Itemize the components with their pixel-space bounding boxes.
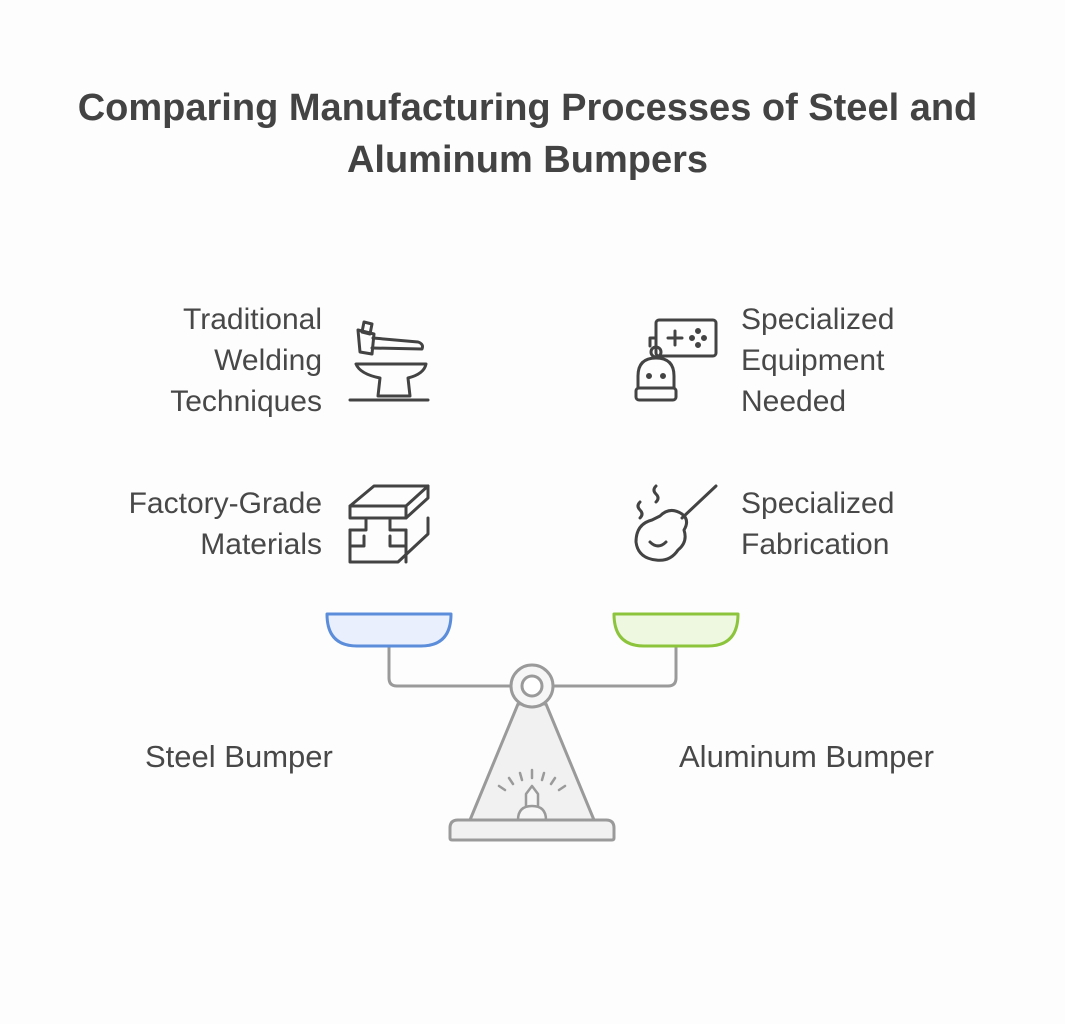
item-line: Needed (741, 385, 847, 418)
robot-controller-icon (634, 318, 718, 402)
right-pan (612, 612, 740, 648)
scale-base (448, 818, 616, 842)
steel-beam-icon (348, 484, 430, 564)
gauge-ticks (497, 768, 567, 792)
item-line: Traditional (183, 303, 322, 336)
item-line: Materials (200, 528, 322, 561)
item-line: Specialized (741, 487, 895, 520)
gauge-needle (524, 784, 540, 806)
page-title: Comparing Manufacturing Processes of Ste… (77, 87, 978, 181)
hammer-anvil-icon (348, 320, 430, 402)
item-line: Specialized (741, 303, 895, 336)
item-line: Techniques (170, 385, 322, 418)
item-line: Fabrication (741, 528, 890, 561)
aluminum-item-fabrication: Specialized Fabrication (741, 483, 894, 565)
left-pan (325, 612, 453, 648)
item-line: Factory-Grade (128, 487, 322, 520)
item-line: Equipment (741, 344, 885, 377)
steel-item-welding: Traditional Welding Techniques (170, 299, 322, 422)
steel-bumper-label: Steel Bumper (145, 739, 333, 774)
steel-item-materials: Factory-Grade Materials (129, 483, 322, 565)
hot-tool-icon (634, 484, 718, 562)
aluminum-bumper-label: Aluminum Bumper (679, 739, 934, 774)
item-line: Welding (214, 344, 322, 377)
aluminum-item-equipment: Specialized Equipment Needed (741, 299, 894, 422)
